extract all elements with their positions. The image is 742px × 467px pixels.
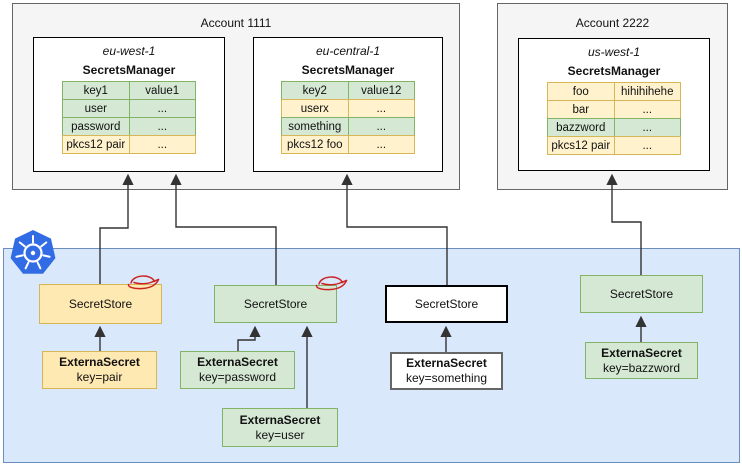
externalsecret-password: ExternaSecret key=password — [180, 351, 295, 389]
externalsecret-title: ExternaSecret — [239, 412, 321, 427]
secret-table-cell: ... — [347, 99, 415, 118]
secret-table-row: user... — [62, 99, 196, 118]
secret-table-cell: ... — [613, 100, 681, 119]
secretstore-2: SecretStore — [214, 285, 337, 323]
secretstore-1: SecretStore — [39, 284, 162, 324]
secret-table-cell: ... — [128, 135, 196, 154]
externalsecret-key: key=pair — [76, 370, 123, 384]
externalsecret-title: ExternaSecret — [406, 356, 487, 370]
region-name: eu-west-1 — [102, 44, 156, 58]
secret-table-cell: bar — [547, 100, 615, 119]
externalsecret-key: key=password — [198, 370, 277, 384]
secret-table-cell: pkcs12 foo — [281, 135, 349, 154]
secret-table-cell: user — [62, 99, 130, 118]
account-title: Account 1111 — [200, 16, 272, 30]
secret-table-cell: ... — [613, 118, 681, 137]
secretstore-label: SecretStore — [414, 296, 479, 311]
externalsecret-user: ExternaSecret key=user — [222, 408, 338, 447]
secret-table-cell: something — [281, 117, 349, 136]
secret-table-cell: value12 — [347, 81, 415, 100]
account-title: Account 2222 — [575, 16, 650, 30]
service-name: SecretsManager — [82, 63, 176, 77]
externalsecret-key: key=bazzword — [602, 360, 681, 375]
externalsecret-title: ExternaSecret — [197, 355, 278, 369]
secret-table-cell: ... — [128, 99, 196, 118]
secret-table-cell: ... — [347, 135, 415, 154]
secret-table-cell: hihihihehe — [613, 82, 681, 101]
secret-table-row: userx... — [281, 99, 415, 118]
secret-table-cell: key1 — [62, 81, 130, 100]
secret-table-row: pkcs12 pair... — [62, 135, 196, 154]
secretstore-3: SecretStore — [385, 285, 508, 323]
service-name: SecretsManager — [567, 64, 661, 78]
externalsecret-key: key=user — [255, 427, 305, 442]
secret-table-row: bazzword... — [547, 118, 681, 137]
externalsecret-something: ExternaSecret key=something — [390, 352, 503, 390]
secret-table-cell: ... — [347, 117, 415, 136]
secret-table-cell: key2 — [281, 81, 349, 100]
region-name: us-west-1 — [587, 45, 640, 59]
secret-table-cell: bazzword — [547, 118, 615, 137]
secret-table-row: password... — [62, 117, 196, 136]
externalsecret-key: key=something — [405, 371, 488, 385]
secret-table-row: pkcs12 foo... — [281, 135, 415, 154]
externalsecret-title: ExternaSecret — [59, 355, 140, 369]
secret-table-cell: ... — [613, 136, 681, 155]
secret-table-cell: ... — [128, 117, 196, 136]
secret-table-cell: password — [62, 117, 130, 136]
secretstore-label: SecretStore — [68, 296, 133, 311]
secret-table-row: bar... — [547, 100, 681, 119]
secret-table-cell: pkcs12 pair — [547, 136, 615, 155]
externalsecret-pair: ExternaSecret key=pair — [42, 351, 157, 389]
secretstore-4: SecretStore — [580, 275, 703, 313]
externalsecret-bazzword: ExternaSecret key=bazzword — [585, 342, 698, 379]
secretstore-label: SecretStore — [609, 286, 674, 301]
secret-table-row: pkcs12 pair... — [547, 136, 681, 155]
secret-table-cell: value1 — [128, 81, 196, 100]
secret-table-row: something... — [281, 117, 415, 136]
externalsecret-title: ExternaSecret — [601, 345, 682, 360]
secret-table-cell: pkcs12 pair — [62, 135, 130, 154]
secret-table-cell: userx — [281, 99, 349, 118]
service-name: SecretsManager — [301, 63, 395, 77]
secretstore-label: SecretStore — [243, 296, 308, 311]
secret-table-cell: foo — [547, 82, 615, 101]
region-name: eu-central-1 — [315, 44, 381, 58]
